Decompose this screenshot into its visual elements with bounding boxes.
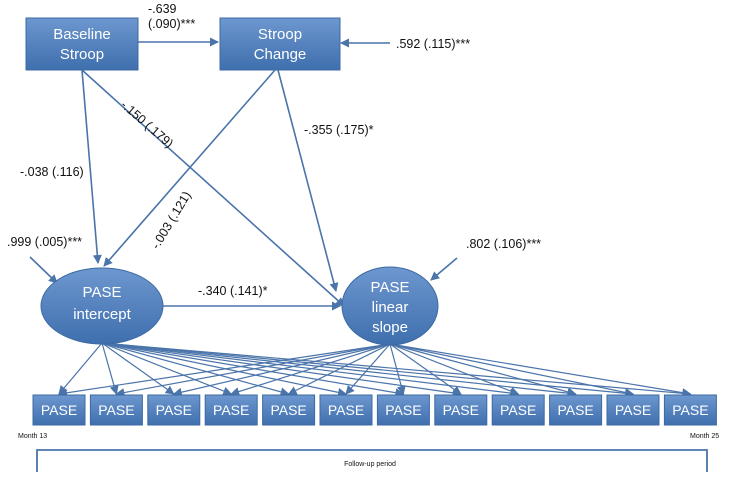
- pase-observed-label: PASE: [500, 402, 536, 418]
- loading-intercept-to-pase-3: [101, 342, 175, 395]
- pase-observed-3: PASE: [147, 394, 201, 426]
- arrow-change-to-slope: [277, 69, 339, 292]
- loading-intercept-to-pase-11: [101, 342, 634, 398]
- pase-observed-box: [89, 394, 143, 426]
- coef-change-to-intercept: -.003 (.121): [149, 189, 194, 252]
- pase-observed-label: PASE: [672, 402, 708, 418]
- coef-slope-residual: .802 (.106)***: [466, 237, 541, 251]
- baseline-stroop-node: Baseline Stroop: [25, 17, 139, 71]
- coef-change-to-slope: -.355 (.175)*: [304, 123, 374, 137]
- arrow-slope-residual: [430, 257, 458, 281]
- loading-intercept-to-pase-6: [101, 342, 347, 397]
- pase-observed-label: PASE: [615, 402, 651, 418]
- loading-intercept-to-pase-5: [101, 342, 290, 397]
- loading-intercept-to-pase-4: [101, 342, 233, 396]
- pase-observed-label: PASE: [270, 402, 306, 418]
- coef-baseline-to-slope: -.150 (.179): [118, 98, 176, 151]
- pase-intercept-line2: intercept: [73, 306, 131, 323]
- loading-intercept-to-pase-7: [101, 342, 405, 398]
- loading-intercept-to-pase-10: [101, 342, 577, 398]
- pase-observed-box: [204, 394, 258, 426]
- pase-observed-box: [606, 394, 660, 426]
- pase-observed-5: PASE: [262, 394, 316, 426]
- pase-observed-label: PASE: [98, 402, 134, 418]
- coef-baseline-to-change-estimate: -.639: [148, 2, 177, 16]
- pase-observed-1: PASE: [32, 394, 86, 426]
- follow-up-timeline: Month 13 Month 25 Follow-up period: [18, 433, 719, 472]
- coef-intercept-to-slope: -.340 (.141)*: [198, 284, 268, 298]
- loading-slope-to-pase-10: [389, 343, 577, 397]
- baseline-stroop-line2: Stroop: [60, 46, 104, 63]
- arrow-baseline-to-slope: [81, 69, 345, 307]
- timeline-bracket: [36, 449, 708, 472]
- stroop-change-line1: Stroop: [258, 26, 302, 43]
- pase-observed-box: [376, 394, 430, 426]
- pase-slope-line3: slope: [372, 319, 408, 336]
- pase-observed-label: PASE: [213, 402, 249, 418]
- loading-intercept-to-pase-8: [101, 342, 462, 398]
- arrow-baseline-to-intercept: [81, 69, 102, 264]
- pase-observed-9: PASE: [491, 394, 545, 426]
- loading-slope-to-pase-12: [389, 343, 692, 398]
- pase-observed-box: [549, 394, 603, 426]
- coef-intercept-residual: .999 (.005)***: [7, 235, 82, 249]
- stroop-change-line2: Change: [254, 46, 307, 63]
- pase-observed-label: PASE: [328, 402, 364, 418]
- pase-intercept-node: PASE intercept: [40, 267, 164, 345]
- pase-observed-box: [262, 394, 316, 426]
- loading-intercept-to-pase-1: [58, 342, 103, 395]
- pase-observed-box: [147, 394, 201, 426]
- stroop-change-node: Stroop Change: [219, 17, 341, 71]
- observed-pase-row: PASE PASE PASE PASE PASE PASE PASE PASE PASE PASE…: [32, 394, 717, 426]
- pase-observed-10: PASE: [549, 394, 603, 426]
- timeline-start-label: Month 13: [18, 433, 47, 440]
- arrow-change-to-intercept: [103, 69, 276, 267]
- pase-observed-box: [32, 394, 86, 426]
- pase-observed-box: [663, 394, 717, 426]
- coef-change-residual: .592 (.115)***: [396, 37, 470, 51]
- coef-baseline-to-intercept: -.038 (.116): [20, 165, 84, 179]
- pase-observed-7: PASE: [376, 394, 430, 426]
- arrow-intercept-residual: [29, 256, 58, 284]
- loading-intercept-to-pase-12: [101, 342, 692, 398]
- pase-observed-box: [319, 394, 373, 426]
- pase-observed-2: PASE: [89, 394, 143, 426]
- baseline-stroop-line1: Baseline: [53, 26, 111, 43]
- pase-observed-box: [491, 394, 545, 426]
- pase-observed-11: PASE: [606, 394, 660, 426]
- pase-intercept-line1: PASE: [83, 284, 122, 301]
- path-arrows: [29, 37, 458, 311]
- loading-arrows: [58, 342, 692, 398]
- pase-observed-label: PASE: [156, 402, 192, 418]
- pase-observed-label: PASE: [41, 402, 77, 418]
- timeline-period-label: Follow-up period: [344, 461, 396, 468]
- pase-slope-line1: PASE: [371, 279, 410, 296]
- pase-observed-box: [434, 394, 488, 426]
- pase-observed-label: PASE: [557, 402, 593, 418]
- pase-observed-12: PASE: [663, 394, 717, 426]
- pase-observed-6: PASE: [319, 394, 373, 426]
- pase-observed-label: PASE: [443, 402, 479, 418]
- pase-slope-node: PASE linear slope: [341, 266, 439, 346]
- loading-intercept-to-pase-2: [101, 342, 119, 395]
- pase-observed-4: PASE: [204, 394, 258, 426]
- pase-observed-label: PASE: [385, 402, 421, 418]
- loading-intercept-to-pase-9: [101, 342, 520, 398]
- coef-baseline-to-change-se: (.090)***: [148, 17, 195, 31]
- pase-slope-line2: linear: [372, 299, 409, 316]
- timeline-end-label: Month 25: [690, 433, 719, 440]
- pase-observed-8: PASE: [434, 394, 488, 426]
